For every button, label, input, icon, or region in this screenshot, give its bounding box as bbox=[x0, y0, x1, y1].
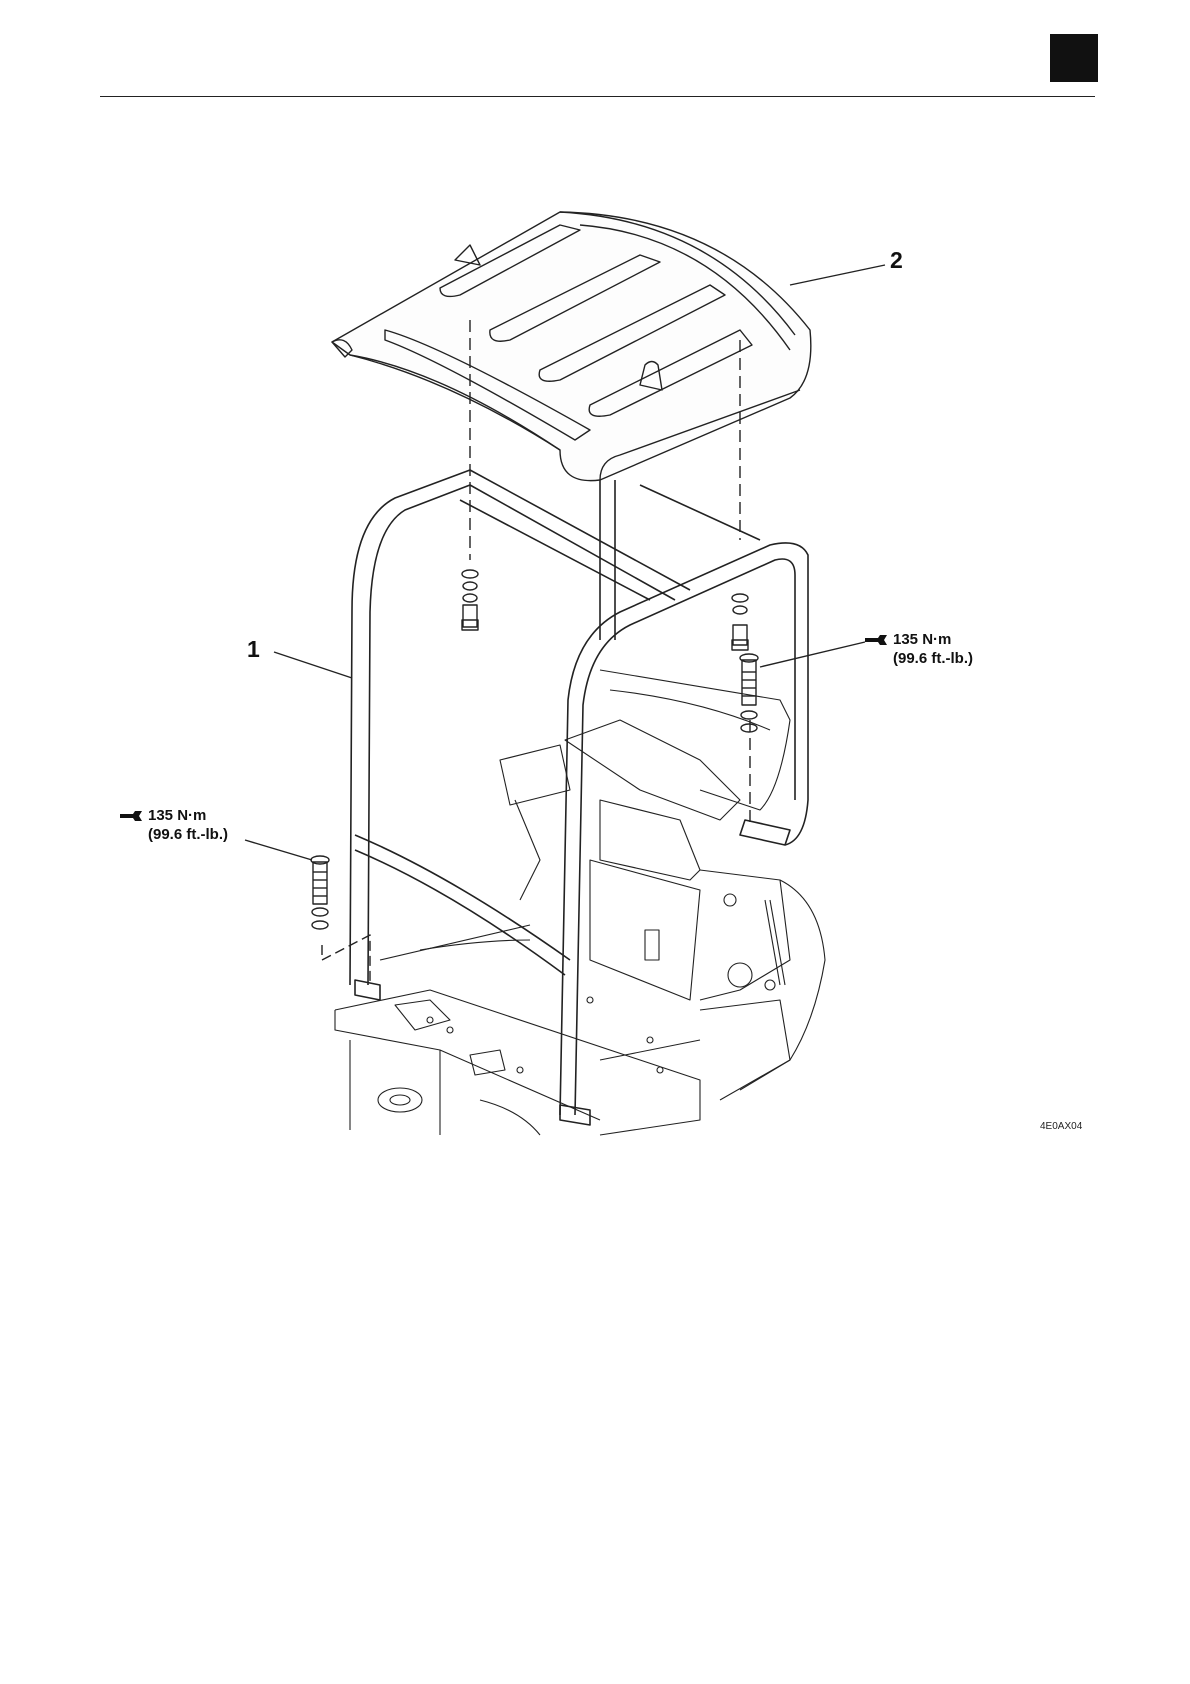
rops-frame bbox=[350, 470, 808, 1125]
wrench-icon bbox=[865, 634, 889, 646]
leader-2 bbox=[790, 265, 885, 285]
leader-torque-left bbox=[245, 840, 312, 860]
canopy-roof bbox=[332, 212, 811, 481]
wrench-icon bbox=[120, 810, 144, 822]
torque-value: 135 N·m bbox=[148, 807, 206, 824]
figure-code: 4E0AX04 bbox=[1040, 1121, 1082, 1132]
callout-item-1: 1 bbox=[247, 636, 260, 663]
torque-imperial: (99.6 ft.-lb.) bbox=[865, 649, 973, 668]
cab-interior bbox=[500, 670, 825, 1100]
torque-imperial: (99.6 ft.-lb.) bbox=[120, 825, 228, 844]
torque-spec-left: 135 N·m (99.6 ft.-lb.) bbox=[120, 806, 228, 844]
callout-item-2: 2 bbox=[890, 247, 903, 274]
roof-fasteners-right bbox=[732, 594, 748, 650]
leader-1 bbox=[274, 652, 352, 678]
bolt-stack-left bbox=[311, 856, 329, 929]
leader-torque-right bbox=[760, 642, 865, 667]
bolt-stack-right bbox=[740, 654, 758, 732]
roof-fasteners-left bbox=[462, 570, 478, 630]
torque-value: 135 N·m bbox=[893, 631, 951, 648]
torque-spec-right: 135 N·m (99.6 ft.-lb.) bbox=[865, 630, 973, 668]
